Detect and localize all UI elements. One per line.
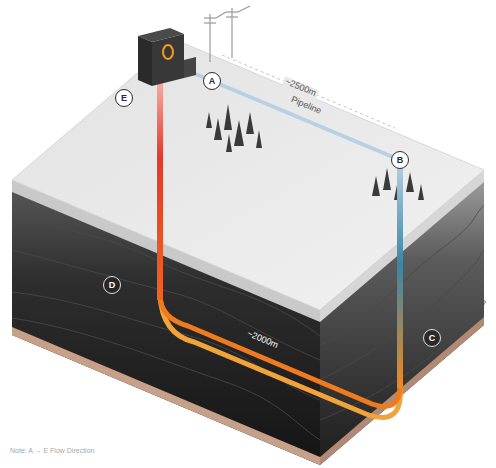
callout-letter: B (397, 156, 404, 165)
lateral-pipe (160, 295, 400, 417)
callout-circle: D (103, 276, 121, 294)
distance-line (222, 55, 395, 128)
note-text: Note: A → E Flow Direction (10, 447, 94, 455)
callout-circle: C (423, 329, 441, 347)
callout-letter: A (209, 77, 216, 86)
callout-letter: C (429, 334, 436, 343)
cold-well-pipe (397, 160, 403, 388)
surface-pipeline (186, 70, 400, 168)
callout-circle: E (115, 89, 133, 107)
callout-letter: E (121, 94, 127, 103)
callout-letter: D (109, 281, 116, 290)
distance-line (222, 55, 395, 128)
hot-well-pipe (157, 78, 163, 300)
callout-circle: A (203, 72, 221, 90)
trees (206, 104, 424, 200)
power-poles (204, 6, 250, 62)
callout-circle: B (391, 151, 409, 169)
bedrock-strip (12, 327, 320, 465)
power-plant-building (138, 28, 196, 86)
ground-surface (12, 40, 484, 310)
lateral-pipe (160, 295, 400, 407)
